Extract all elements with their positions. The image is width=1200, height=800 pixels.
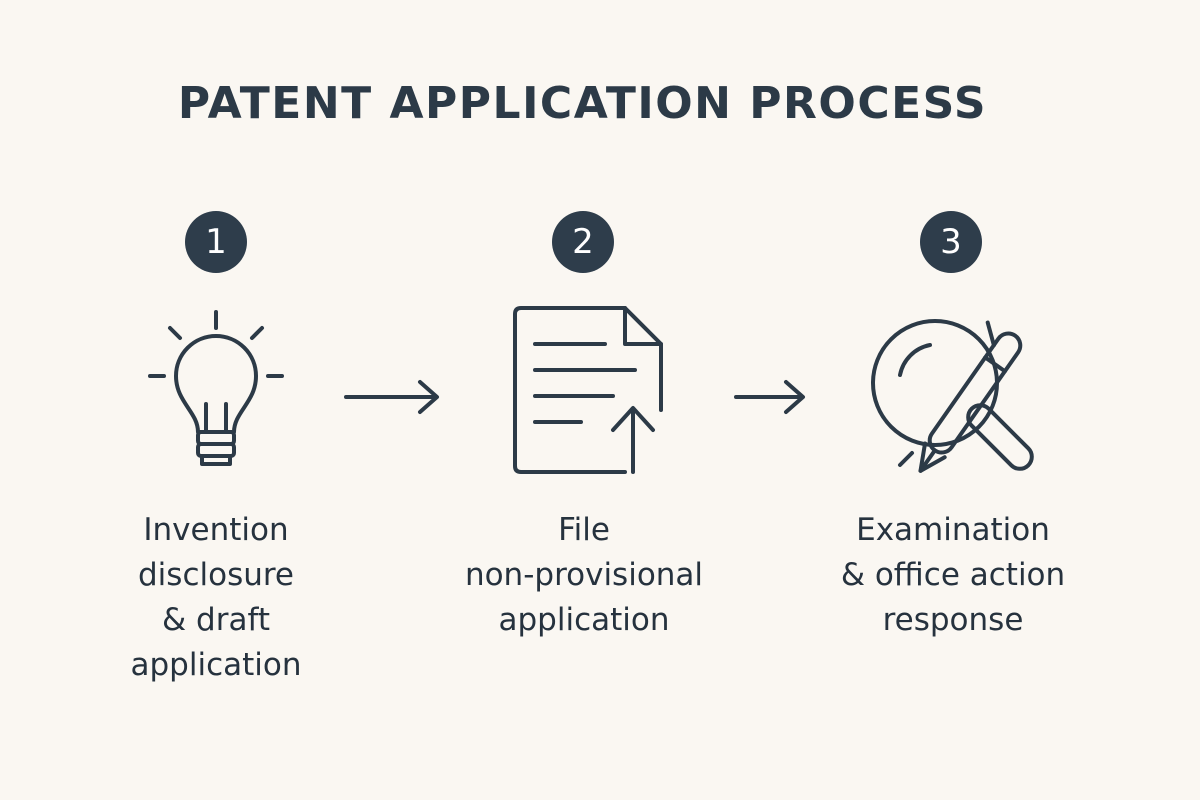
step-1-label: Invention disclosure & draft application <box>66 508 366 688</box>
step-3-label-line: Examination <box>856 512 1050 548</box>
step-2-badge: 2 <box>552 211 614 273</box>
step-3-badge: 3 <box>920 211 982 273</box>
step-2-label-line: File <box>558 512 610 548</box>
arrow-right-icon <box>734 379 808 419</box>
document-upload-icon <box>505 300 675 480</box>
step-2-label-line: application <box>498 602 670 638</box>
step-1-label-line: Invention <box>143 512 289 548</box>
step-1-label-line: & draft <box>162 602 270 638</box>
lightbulb-icon <box>140 300 300 480</box>
magnifier-pen-icon <box>860 305 1060 480</box>
step-1-label-line: application <box>130 647 302 683</box>
step-2-label: File non-provisional application <box>434 508 734 643</box>
page-title: PATENT APPLICATION PROCESS <box>177 78 988 129</box>
step-1-badge: 1 <box>185 211 247 273</box>
step-1-label-line: disclosure <box>138 557 294 593</box>
arrow-right-icon <box>344 379 442 419</box>
step-2-label-line: non-provisional <box>464 557 704 593</box>
step-3-label-line: & office action <box>840 557 1066 593</box>
step-3-label-line: response <box>882 602 1024 638</box>
step-3-label: Examination & office action response <box>803 508 1103 643</box>
